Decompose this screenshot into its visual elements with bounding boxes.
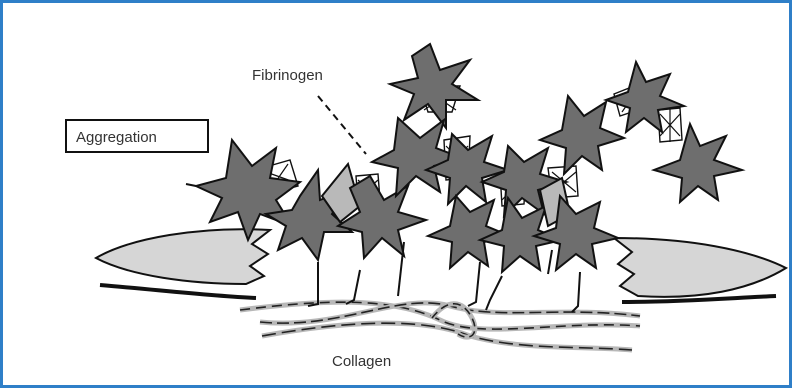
label-fibrinogen: Fibrinogen <box>252 67 323 84</box>
platelet <box>390 44 478 128</box>
endothelial-cell-left <box>96 229 270 284</box>
pseudopod <box>186 184 196 186</box>
collagen-fibers <box>240 302 640 350</box>
label-aggregation: Aggregation <box>76 129 157 146</box>
platelet <box>540 96 624 174</box>
platelet <box>338 176 426 258</box>
adhesion-stalks <box>308 242 580 312</box>
fibrinogen-pointer <box>318 96 366 154</box>
basement-line-left <box>100 285 256 298</box>
label-collagen: Collagen <box>332 353 391 370</box>
endothelial-cell-right <box>614 238 786 297</box>
